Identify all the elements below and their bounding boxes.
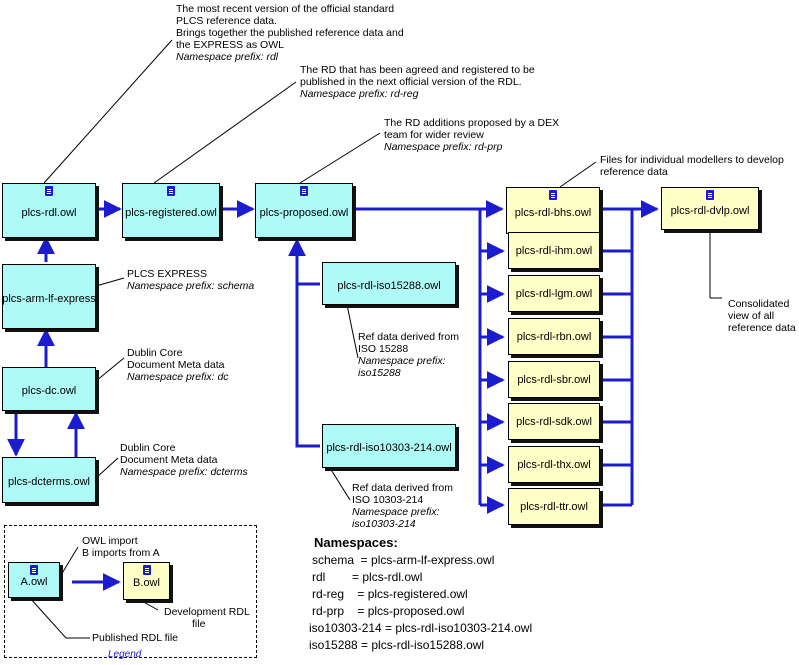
box-plcs-rdl-dvlp[interactable]: plcs-rdl-dvlp.owl (661, 187, 759, 230)
box-plcs-dc[interactable]: plcs-dc.owl (2, 367, 96, 411)
box-plcs-dcterms[interactable]: plcs-dcterms.owl (2, 457, 96, 503)
legend-import-note: OWL import B imports from A (82, 535, 160, 559)
legend-published-note: Published RDL file (92, 632, 178, 644)
note-iso10303: Ref data derived from ISO 10303-214 Name… (352, 482, 453, 530)
namespaces-heading: Namespaces: (314, 535, 398, 550)
namespace-row: schema = plcs-arm-lf-express.owl (312, 553, 495, 567)
box-plcs-rdl-thx[interactable]: plcs-rdl-thx.owl (508, 446, 600, 483)
box-plcs-rdl-bhs[interactable]: plcs-rdl-bhs.owl (506, 187, 600, 234)
namespace-row: rdl = plcs-rdl.owl (312, 570, 423, 584)
box-plcs-registered[interactable]: plcs-registered.owl (122, 183, 220, 238)
note-dcterms: Dublin Core Document Meta data Namespace… (120, 442, 248, 478)
box-plcs-rdl-lgm[interactable]: plcs-rdl-lgm.owl (508, 275, 600, 312)
box-plcs-rdl-sdk[interactable]: plcs-rdl-sdk.owl (508, 403, 600, 440)
note-registered: The RD that has been agreed and register… (300, 64, 535, 100)
legend-dev-note: Development RDL file (164, 606, 250, 630)
file-icon (142, 565, 151, 575)
file-icon (300, 186, 308, 196)
note-arm: PLCS EXPRESS Namespace prefix: schema (127, 268, 255, 292)
legend-box-a: A.owl (8, 562, 60, 598)
box-plcs-rdl-iso15288[interactable]: plcs-rdl-iso15288.owl (322, 262, 456, 305)
file-icon (167, 186, 175, 196)
file-icon (549, 190, 557, 200)
file-icon (706, 190, 714, 200)
box-plcs-rdl-sbr[interactable]: plcs-rdl-sbr.owl (508, 361, 600, 398)
file-icon (30, 565, 38, 575)
note-iso15288: Ref data derived from ISO 15288 Namespac… (358, 331, 459, 379)
connector-iso-proposed (288, 238, 320, 448)
note-rdl: The most recent version of the official … (176, 3, 404, 63)
box-plcs-rdl-iso10303-214[interactable]: plcs-rdl-iso10303-214.owl (322, 424, 456, 468)
box-plcs-proposed[interactable]: plcs-proposed.owl (255, 183, 353, 238)
namespace-row: iso10303-214 = plcs-rdl-iso10303-214.owl (309, 621, 533, 635)
box-plcs-rdl-ihm[interactable]: plcs-rdl-ihm.owl (508, 232, 600, 269)
namespace-row: iso15288 = plcs-rdl-iso15288.owl (309, 638, 485, 652)
namespace-row: rd-reg = plcs-registered.owl (312, 587, 468, 601)
legend-title: Legend (108, 649, 142, 660)
legend-box-b: B.owl (123, 562, 170, 600)
note-modellers: Files for individual modellers to develo… (600, 154, 784, 178)
box-plcs-rdl-rbn[interactable]: plcs-rdl-rbn.owl (508, 318, 600, 355)
box-plcs-rdl-ttr[interactable]: plcs-rdl-ttr.owl (508, 488, 600, 525)
note-consolidated: Consolidated view of all reference data (728, 298, 796, 334)
note-dc: Dublin Core Document Meta data Namespace… (127, 347, 229, 383)
box-plcs-rdl[interactable]: plcs-rdl.owl (2, 183, 96, 238)
file-icon (45, 186, 53, 196)
legend-frame (4, 525, 257, 658)
box-plcs-arm-lf-express[interactable]: plcs-arm-lf-express (2, 264, 96, 329)
note-proposed: The RD additions proposed by a DEX team … (384, 117, 560, 153)
namespace-row: rd-prp = plcs-proposed.owl (312, 604, 465, 618)
